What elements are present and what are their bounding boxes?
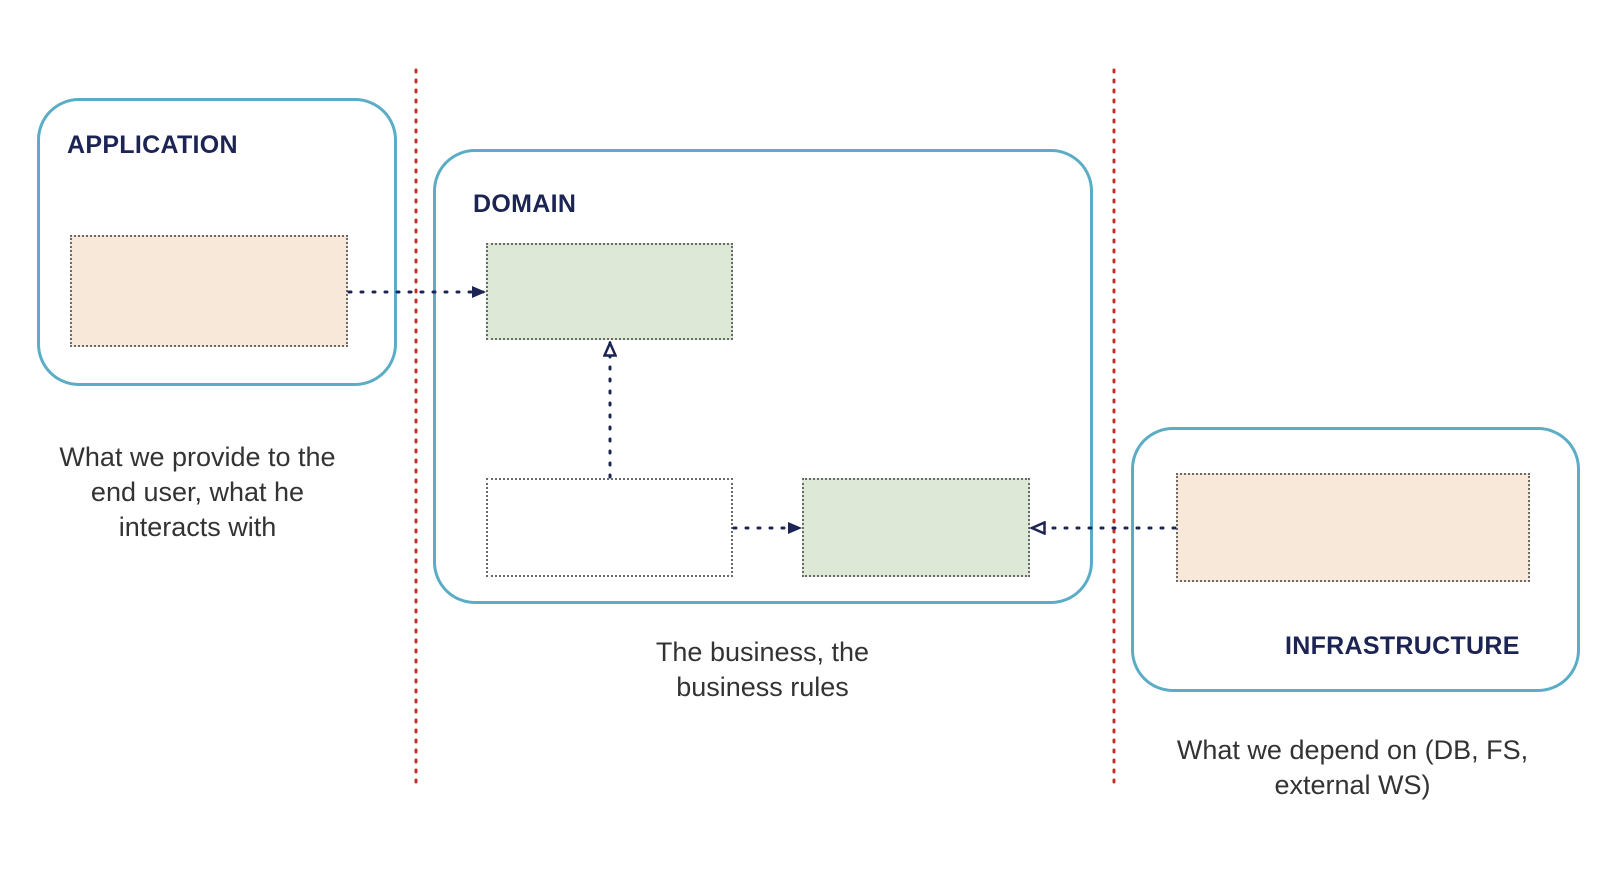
domain-caption: The business, the business rules	[655, 637, 870, 702]
domain-title: DOMAIN	[473, 190, 577, 218]
domain-component-bottom-left	[486, 478, 733, 577]
application-component	[70, 235, 348, 347]
domain-component-top	[486, 243, 733, 340]
infrastructure-caption: What we depend on (DB, FS, external WS)	[1176, 735, 1529, 800]
application-caption: What we provide to the end user, what he…	[59, 442, 336, 542]
domain-component-bottom-right	[802, 478, 1030, 577]
infrastructure-component	[1176, 473, 1530, 582]
application-title: APPLICATION	[67, 131, 238, 159]
infrastructure-title: INFRASTRUCTURE	[1285, 632, 1520, 660]
